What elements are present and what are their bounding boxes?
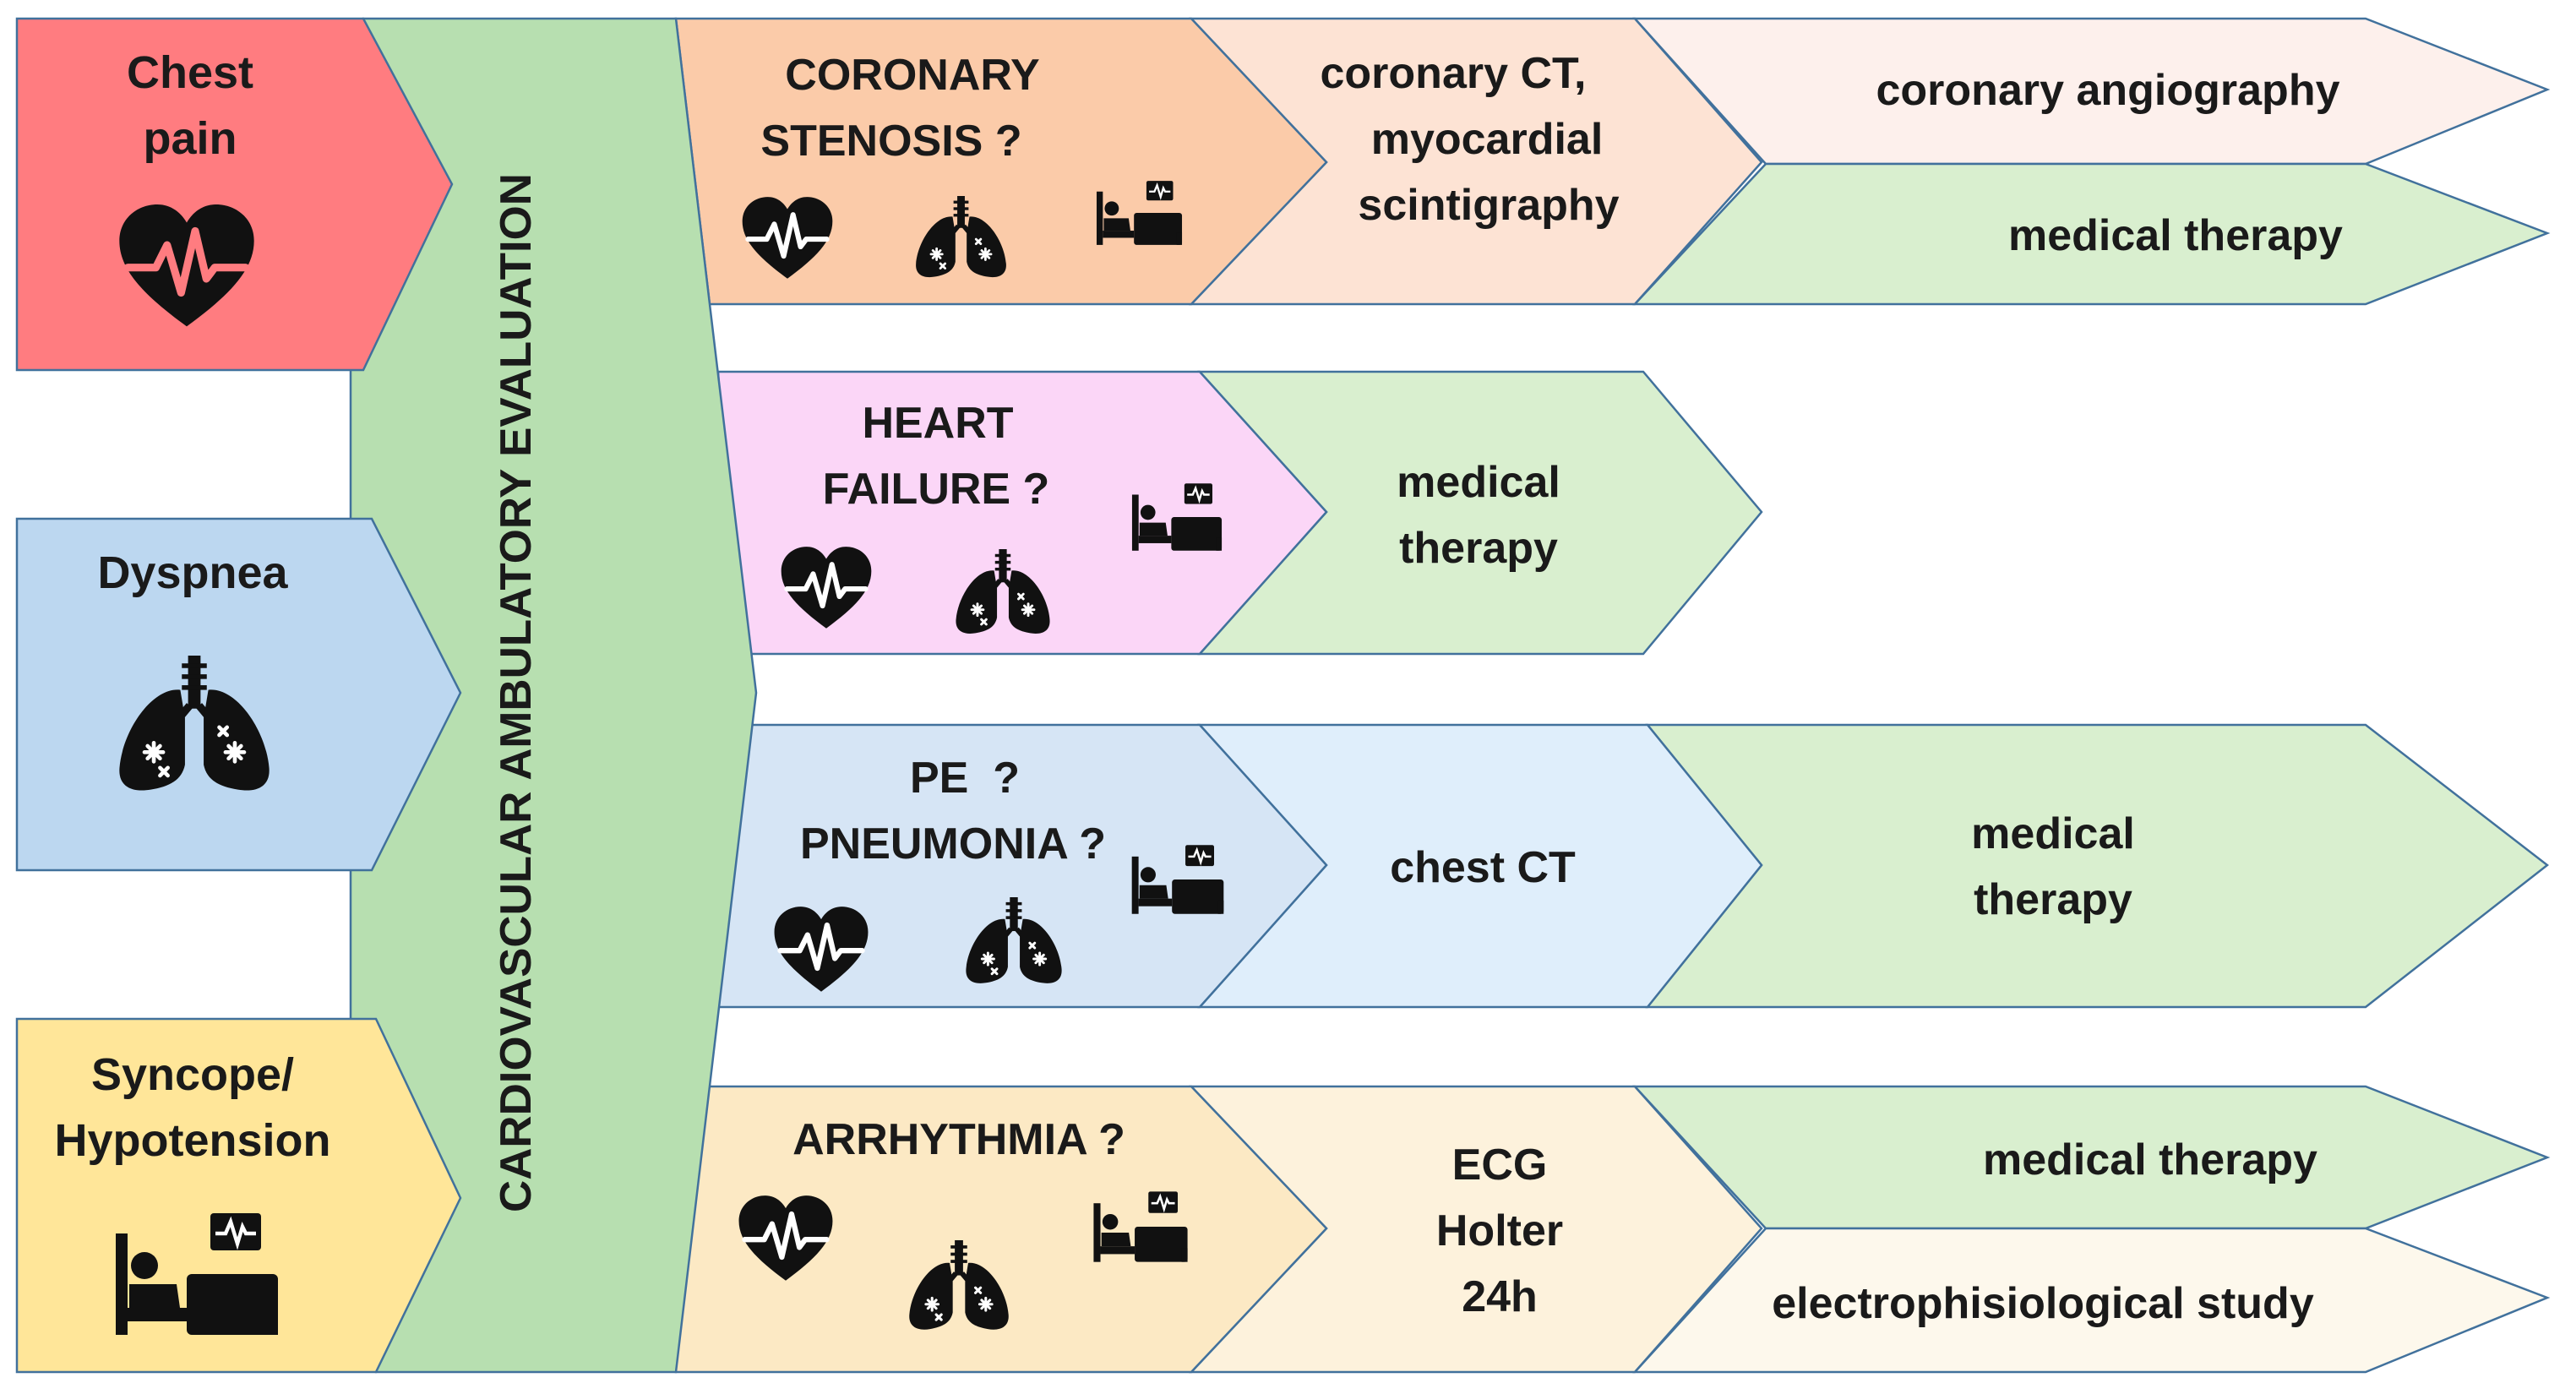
symptom-label-line: Chest	[127, 47, 253, 98]
pathway-4-outcomes	[1632, 1085, 2551, 1374]
exam-label-line: 24h	[1462, 1272, 1538, 1321]
pathway-3-outcomes	[1645, 723, 2550, 1009]
outcome-label: medical therapy	[2008, 211, 2343, 260]
evaluation-label: CARDIOVASCULAR AMBULATORY EVALUATION	[492, 173, 541, 1212]
exam-label-line: medical	[1397, 458, 1560, 507]
symptom-syncope-box	[15, 1017, 462, 1374]
outcome-medical-therapy-arrow	[1645, 723, 2550, 1009]
outcome-label: medical therapy	[1983, 1135, 2317, 1184]
suspect-label-line: CORONARY	[785, 51, 1039, 100]
pathway-coronary: CORONARY STENOSIS ? coronary CT, myocard…	[743, 49, 2343, 279]
symptom-label-line: Syncope/	[91, 1049, 294, 1100]
symptom-label-line: Hypotension	[54, 1115, 330, 1166]
outcome-coronary-angiography-arrow	[1632, 17, 2551, 166]
pathway-pe-pneumonia: PE ? PNEUMONIA ? chest CT medical therap…	[775, 754, 2135, 992]
outcome-label: electrophisiological study	[1772, 1279, 2314, 1328]
suspect-label-line: PNEUMONIA ?	[800, 820, 1106, 869]
symptom-dyspnea: Dyspnea	[97, 547, 289, 791]
outcome-label: coronary angiography	[1876, 66, 2340, 115]
symptom-chest-pain-box	[15, 17, 454, 372]
pathway-1-outcomes	[1632, 17, 2551, 306]
suspect-label: ARRHYTHMIA ?	[792, 1115, 1125, 1164]
pathway-arrhythmia: ARRHYTHMIA ? ECG Holter 24h medical ther…	[739, 1115, 2317, 1330]
exam-label-line: myocardial	[1371, 115, 1604, 164]
suspect-label-line: PE ?	[910, 754, 1020, 803]
suspect-label-line: STENOSIS ?	[760, 117, 1021, 166]
symptom-label-line: pain	[143, 113, 237, 164]
exam-label-line: scintigraphy	[1358, 181, 1619, 230]
symptom-chest-pain: Chest pain	[119, 47, 253, 326]
exam-label-line: Holter	[1436, 1206, 1563, 1255]
exam-label: chest CT	[1390, 843, 1576, 892]
suspect-label-line: HEART	[862, 399, 1013, 448]
exam-label-line: ECG	[1452, 1141, 1548, 1190]
symptom-label-line: Dyspnea	[97, 547, 288, 598]
outcome-medical-therapy-arrow	[1632, 1085, 2551, 1230]
symptom-syncope: Syncope/ Hypotension	[54, 1049, 331, 1335]
pathway-heart-failure: HEART FAILURE ? medical therapy	[782, 399, 1560, 634]
outcome-label-line: medical	[1971, 809, 2135, 858]
outcome-label-line: therapy	[1974, 875, 2132, 924]
suspect-label-line: FAILURE ?	[823, 465, 1050, 514]
exam-label-line: coronary CT,	[1321, 49, 1587, 98]
exam-label-line: therapy	[1399, 524, 1558, 573]
